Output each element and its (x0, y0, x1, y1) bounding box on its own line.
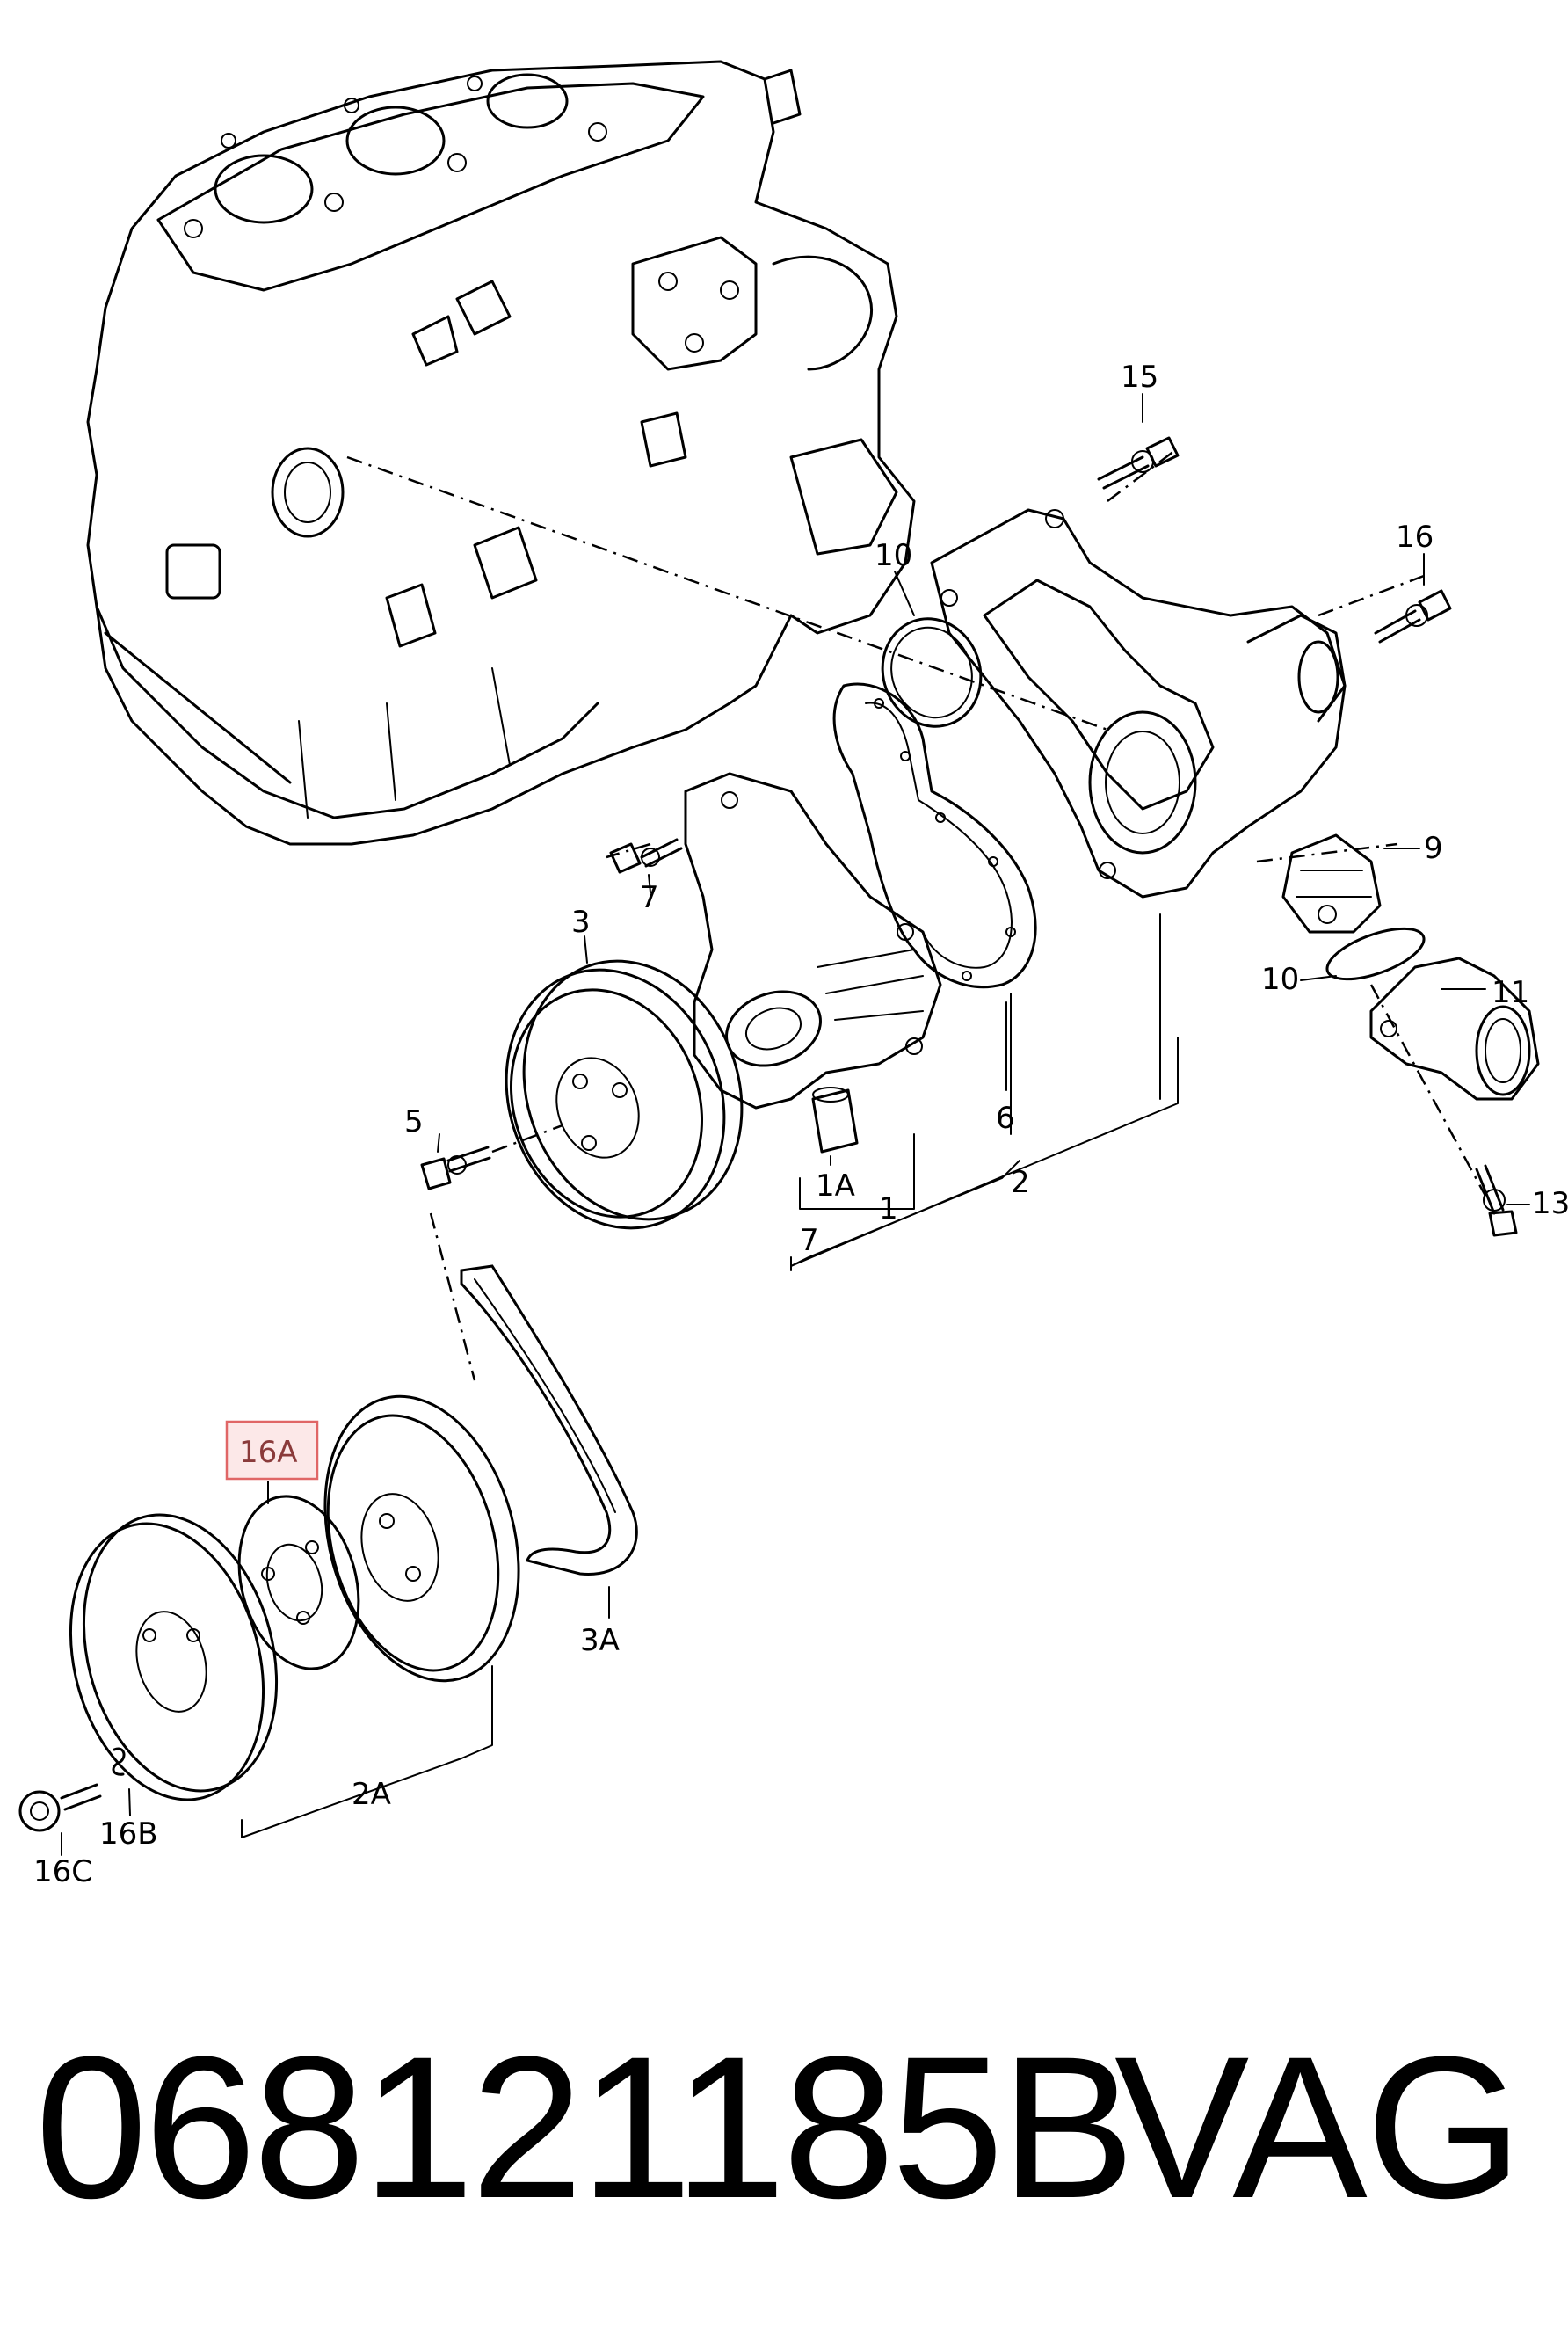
assembly-axis-line (1318, 574, 1425, 617)
bolt-16 (1374, 589, 1452, 644)
crank-pulley-front (69, 1513, 279, 1801)
callout-16A: 16A (239, 1435, 298, 1470)
callout-7-lower: 7 (800, 1223, 819, 1258)
callout-2A: 2A (352, 1777, 391, 1812)
callout-16: 16 (1396, 520, 1434, 555)
engine-block (86, 60, 916, 846)
assembly-axis-line (346, 455, 1108, 731)
callout-3: 3 (571, 905, 591, 940)
bolt-13 (1475, 1164, 1518, 1237)
bolt-16C (18, 1783, 102, 1832)
callout-10-upper: 10 (875, 538, 912, 573)
callout-16A-highlight: 16A (225, 1420, 319, 1481)
group-brackets (61, 393, 1530, 1856)
callout-15: 15 (1121, 360, 1158, 395)
callout-11: 11 (1492, 975, 1529, 1010)
spacer-disc-16A (237, 1495, 360, 1670)
callout-13: 13 (1532, 1186, 1568, 1221)
thermostat-housing (930, 508, 1347, 899)
callout-16B: 16B (99, 1816, 158, 1852)
callout-16C: 16C (33, 1854, 92, 1889)
pump-pulley-3 (505, 959, 744, 1230)
assembly-axis-line (1369, 984, 1487, 1197)
crank-pulley-rear (323, 1394, 520, 1683)
bolt-15 (1097, 436, 1180, 490)
coolant-flange-11 (1369, 957, 1540, 1101)
callout-9: 9 (1424, 831, 1443, 866)
callout-3A: 3A (580, 1623, 620, 1658)
assembly-axis-line (1107, 448, 1179, 502)
bolt-7 (609, 838, 683, 874)
water-pump-gasket-6 (832, 682, 1037, 989)
callout-1A: 1A (816, 1168, 855, 1204)
assembly-axis-line (1256, 842, 1398, 863)
assembly-axis-line (429, 1212, 476, 1381)
plug-1A (811, 1087, 859, 1154)
assembly-axis-line (606, 842, 651, 859)
callout-2: 2 (1011, 1165, 1030, 1200)
callout-7-upper: 7 (640, 880, 659, 915)
callout-5: 5 (404, 1104, 424, 1139)
callout-6: 6 (996, 1101, 1015, 1136)
bolt-5 (420, 1146, 491, 1190)
water-pump-1 (684, 772, 942, 1110)
washer-16B (112, 1747, 126, 1776)
part-number-caption: 068121185B (35, 2014, 1136, 2240)
assembly-axis-line (491, 1124, 563, 1154)
callout-10-lower: 10 (1261, 962, 1299, 997)
brand-caption: VAG (1114, 2014, 1523, 2240)
callout-1: 1 (879, 1191, 898, 1226)
gasket-ring-10 (881, 617, 983, 728)
gasket-ring-10b (1325, 927, 1426, 981)
thermostat-9 (1281, 833, 1382, 934)
v-belt-3A (460, 1264, 638, 1576)
